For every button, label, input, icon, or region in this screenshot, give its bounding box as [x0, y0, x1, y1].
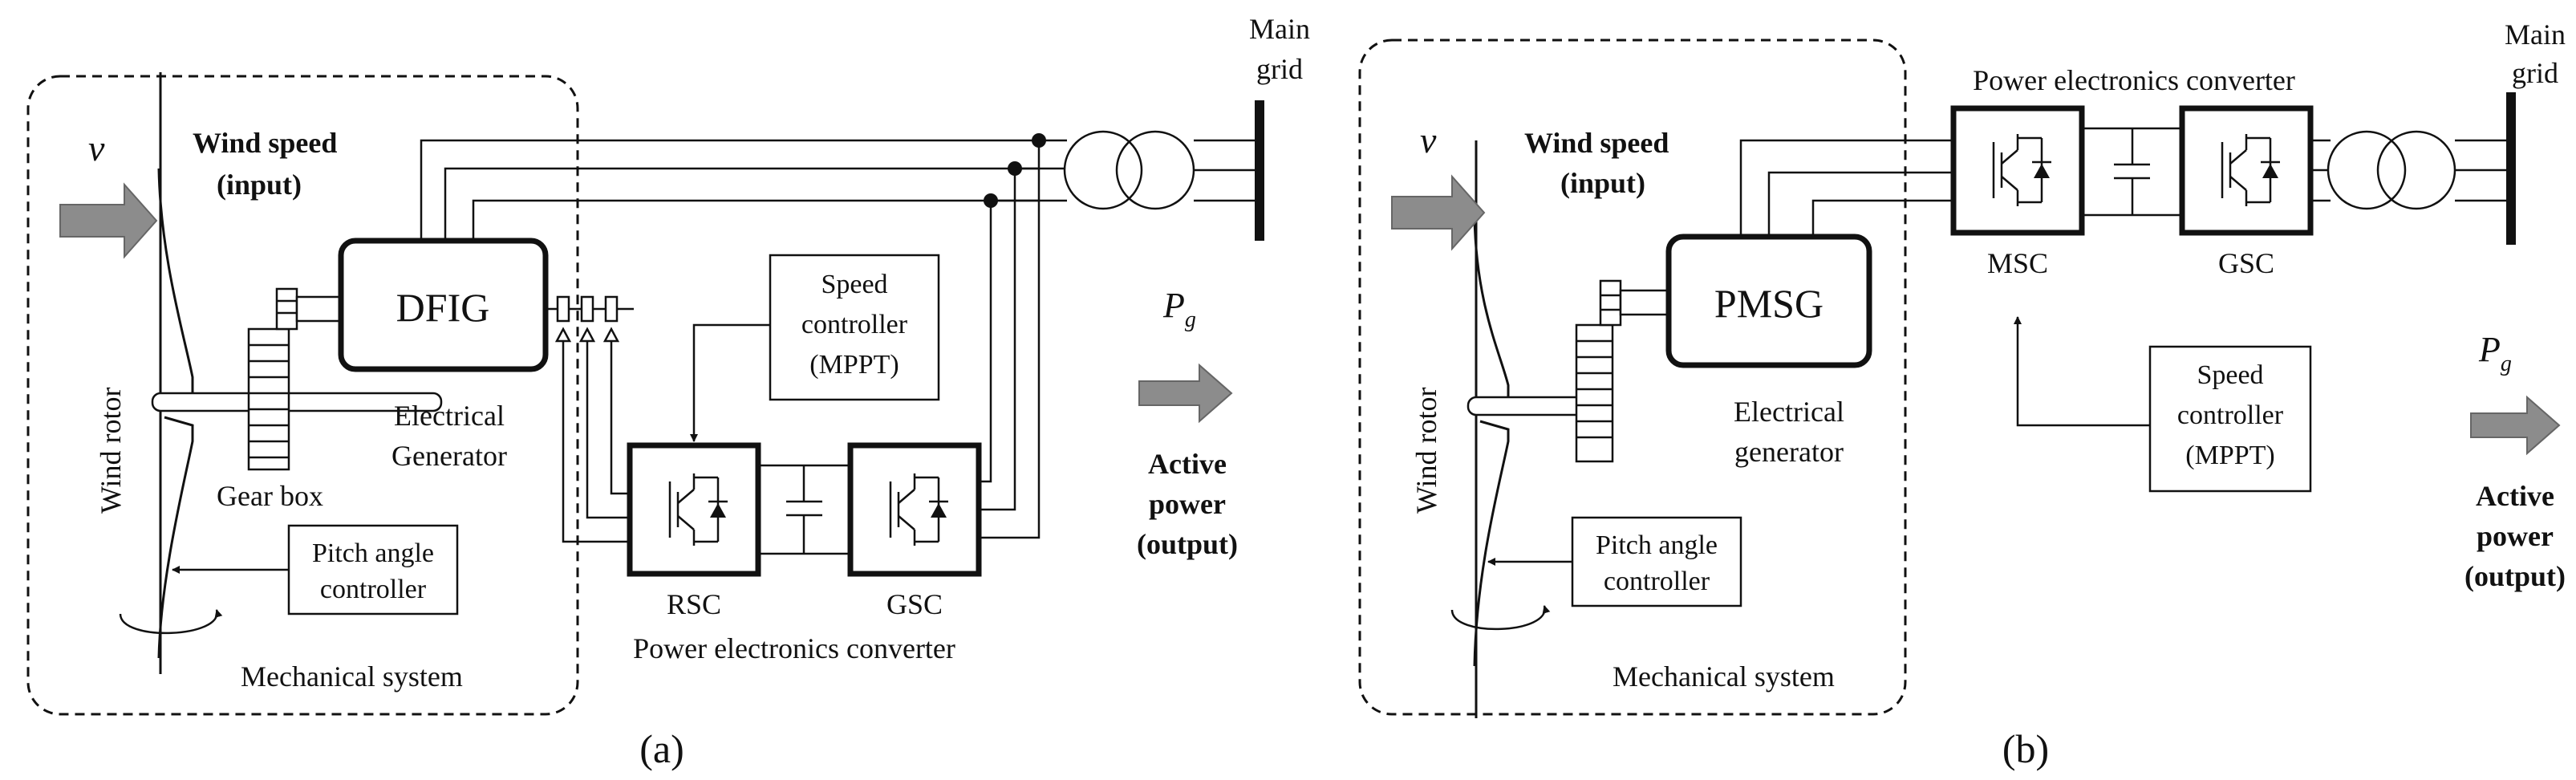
speed-control-signal-b [2014, 316, 2150, 427]
pitch-controller-label-b2: controller [1604, 567, 1710, 596]
v-symbol-a: v [88, 128, 105, 169]
stator-connection-b [1739, 139, 1953, 237]
gsc-label-b: GSC [2218, 247, 2274, 279]
rsc-label: RSC [667, 588, 721, 620]
active-power-label-a2: power [1149, 488, 1226, 520]
dc-link-b [2082, 127, 2182, 217]
speed-controller-a [769, 254, 940, 401]
active-power-label-a1: Active [1148, 448, 1227, 480]
wind-rotor-label-a: Wind rotor [95, 387, 127, 514]
mechanical-system-label-a: Mechanical system [241, 660, 463, 693]
msc-converter [1950, 105, 2085, 236]
active-power-label-b3: (output) [2464, 560, 2566, 592]
caption-b: (b) [2002, 726, 2049, 771]
v-symbol-b: v [1420, 120, 1437, 160]
wind-rotor-a [151, 72, 443, 674]
pg-symbol-a: Pg [1162, 286, 1196, 332]
dfig-label: DFIG [396, 285, 490, 330]
active-power-label-b1: Active [2476, 480, 2554, 512]
wind-speed-input-label-b: (input) [1560, 167, 1645, 199]
active-power-arrow-a [1138, 363, 1233, 424]
mechanical-system-label-b: Mechanical system [1613, 660, 1835, 693]
gsc-converter-b [2179, 105, 2314, 236]
mechanical-system-boundary-b [1358, 39, 1907, 716]
speed-controller-label-b2: controller [2177, 400, 2284, 430]
power-electronics-label-a: Power electronics converter [633, 632, 955, 664]
electrical-generator-label-b2: generator [1734, 436, 1844, 468]
speed-controller-label-a1: Speed [821, 270, 887, 299]
pitch-rotation-arrow-a [119, 609, 223, 635]
slip-rings-a [546, 295, 634, 343]
main-grid-label-a2: grid [1256, 53, 1303, 85]
gear-box-label-a: Gear box [217, 480, 323, 512]
msc-label: MSC [1987, 247, 2048, 279]
gear-box-a [247, 287, 343, 471]
caption-a: (a) [639, 726, 684, 771]
gsc-converter-a [847, 442, 982, 577]
wind-rotor-b [1466, 140, 1610, 718]
electrical-generator-label-a1: Electrical [394, 400, 505, 432]
dfig-generator [338, 238, 549, 372]
wind-speed-label-b: Wind speed [1524, 127, 1669, 159]
wind-input-arrow-a [59, 182, 158, 259]
wind-input-arrow-b [1391, 174, 1486, 251]
transformer-a [1063, 130, 1260, 210]
pg-symbol-b: Pg [2478, 330, 2512, 376]
panel-a: v Wind speed (input) Wind rotor Gear box… [26, 13, 1310, 771]
pmsg-label: PMSG [1714, 281, 1823, 326]
active-power-arrow-b [2470, 395, 2561, 456]
main-grid-label-a1: Main [1249, 13, 1310, 45]
main-grid-label-b2: grid [2512, 57, 2558, 89]
panel-b: v Wind speed (input) Wind rotor PMSG Ele… [1358, 18, 2566, 771]
speed-controller-label-b1: Speed [2197, 360, 2263, 390]
mechanical-system-boundary-a [26, 75, 579, 716]
pitch-rotation-arrow-b [1450, 605, 1551, 631]
speed-control-signal-a [690, 323, 770, 442]
power-electronics-label-b: Power electronics converter [1973, 64, 2295, 96]
transformer-b [2327, 130, 2511, 210]
speed-controller-b [2148, 345, 2312, 493]
active-power-label-a3: (output) [1137, 528, 1238, 560]
electrical-generator-label-a2: Generator [391, 440, 507, 472]
pitch-controller-a [287, 524, 459, 615]
dc-link-a [758, 464, 850, 555]
pitch-controller-label-a2: controller [320, 575, 427, 604]
wind-rotor-label-b: Wind rotor [1410, 387, 1442, 514]
main-grid-label-b1: Main [2505, 18, 2566, 51]
pitch-controller-label-b1: Pitch angle [1596, 530, 1718, 560]
speed-controller-label-b3: (MPPT) [2185, 441, 2274, 470]
stator-connection-a [420, 133, 1067, 241]
gear-box-b [1575, 279, 1670, 463]
speed-controller-label-a2: controller [801, 310, 908, 339]
active-power-label-b2: power [2477, 520, 2554, 552]
pitch-controller-b [1571, 516, 1742, 607]
speed-controller-label-a3: (MPPT) [809, 350, 899, 380]
gsc-label-a: GSC [886, 588, 943, 620]
electrical-generator-label-b1: Electrical [1734, 396, 1844, 428]
pitch-controller-label-a1: Pitch angle [312, 538, 434, 568]
rsc-converter [627, 442, 761, 577]
rotor-connection-a [562, 341, 634, 543]
wind-speed-input-label-a: (input) [217, 169, 302, 201]
wind-speed-label-a: Wind speed [193, 127, 337, 159]
